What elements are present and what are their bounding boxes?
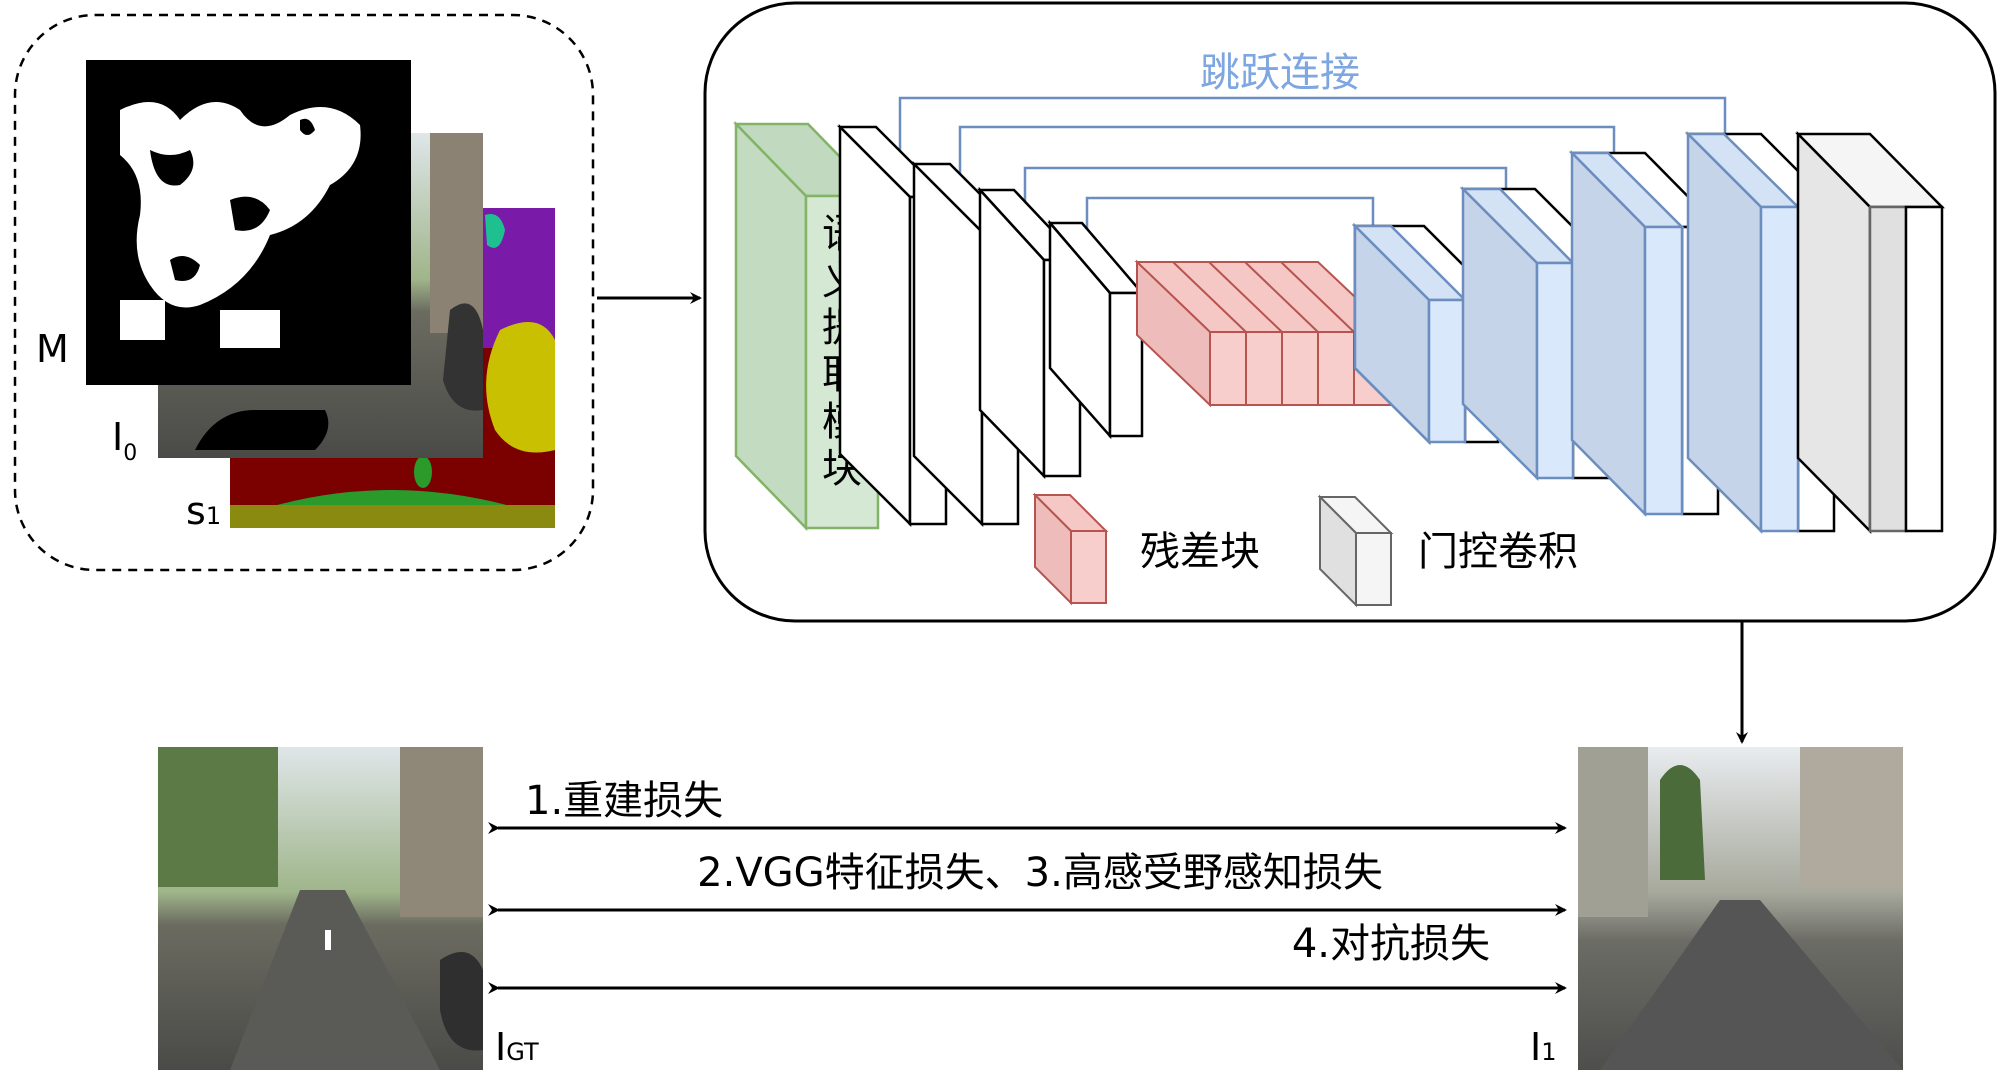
input-group: M I0 s1 — [13, 13, 595, 572]
legend-residual-swatch — [1032, 492, 1109, 606]
network-group: 跳跃连接 语 义 提 取 模 块 — [703, 1, 1997, 623]
image-i0-label-sub: 0 — [123, 441, 137, 466]
result-image — [1578, 747, 1903, 1070]
output-gated-layer — [1795, 130, 1945, 535]
legend: 残差块 门控卷积 — [1032, 492, 1578, 608]
legend-gated-swatch — [1317, 494, 1394, 608]
residual-block-2 — [1245, 331, 1283, 406]
semantic-s1-label-main: s — [186, 489, 206, 533]
image-i0-label-main: I — [112, 415, 123, 459]
ground-truth-label-main: I — [495, 1025, 506, 1069]
legend-residual-label: 残差块 — [1140, 529, 1260, 575]
ground-truth-label: IGT — [495, 1025, 539, 1069]
result-label-sub: 1 — [1541, 1038, 1556, 1066]
skip-line-2 — [958, 125, 1623, 192]
skip-line-4 — [1085, 196, 1382, 250]
mask-label: M — [36, 327, 69, 371]
encoder-layer-4 — [1047, 219, 1145, 440]
result-label: I1 — [1530, 1025, 1557, 1069]
image-i0-label: I0 — [112, 415, 137, 466]
decoder-layers — [1351, 130, 1945, 535]
ground-truth-label-sub: GT — [506, 1038, 539, 1066]
residual-block-3 — [1281, 331, 1319, 406]
mask-image-m — [86, 60, 411, 385]
residual-block-1 — [1209, 331, 1247, 406]
ground-truth-image — [158, 747, 483, 1070]
result-label-main: I — [1530, 1025, 1541, 1069]
semantic-s1-label: s1 — [186, 489, 221, 533]
semantic-s1-label-sub: 1 — [206, 502, 221, 530]
residual-block-4 — [1317, 331, 1355, 406]
skip-line-1 — [898, 96, 1734, 167]
input-dashed-frame — [13, 13, 595, 572]
network-frame — [703, 1, 1997, 623]
skip-connection-label: 跳跃连接 — [1200, 50, 1360, 96]
legend-gated-label: 门控卷积 — [1418, 529, 1578, 575]
residual-blocks — [1134, 259, 1395, 408]
encoder-layers — [836, 123, 1145, 528]
loss-vgg-perceptual-label: 2.VGG特征损失、3.高感受野感知损失 — [697, 850, 1383, 896]
loss-adversarial-label: 4.对抗损失 — [1292, 921, 1490, 967]
loss-reconstruction-label: 1.重建损失 — [525, 778, 723, 824]
loss-arrows — [488, 822, 1567, 994]
